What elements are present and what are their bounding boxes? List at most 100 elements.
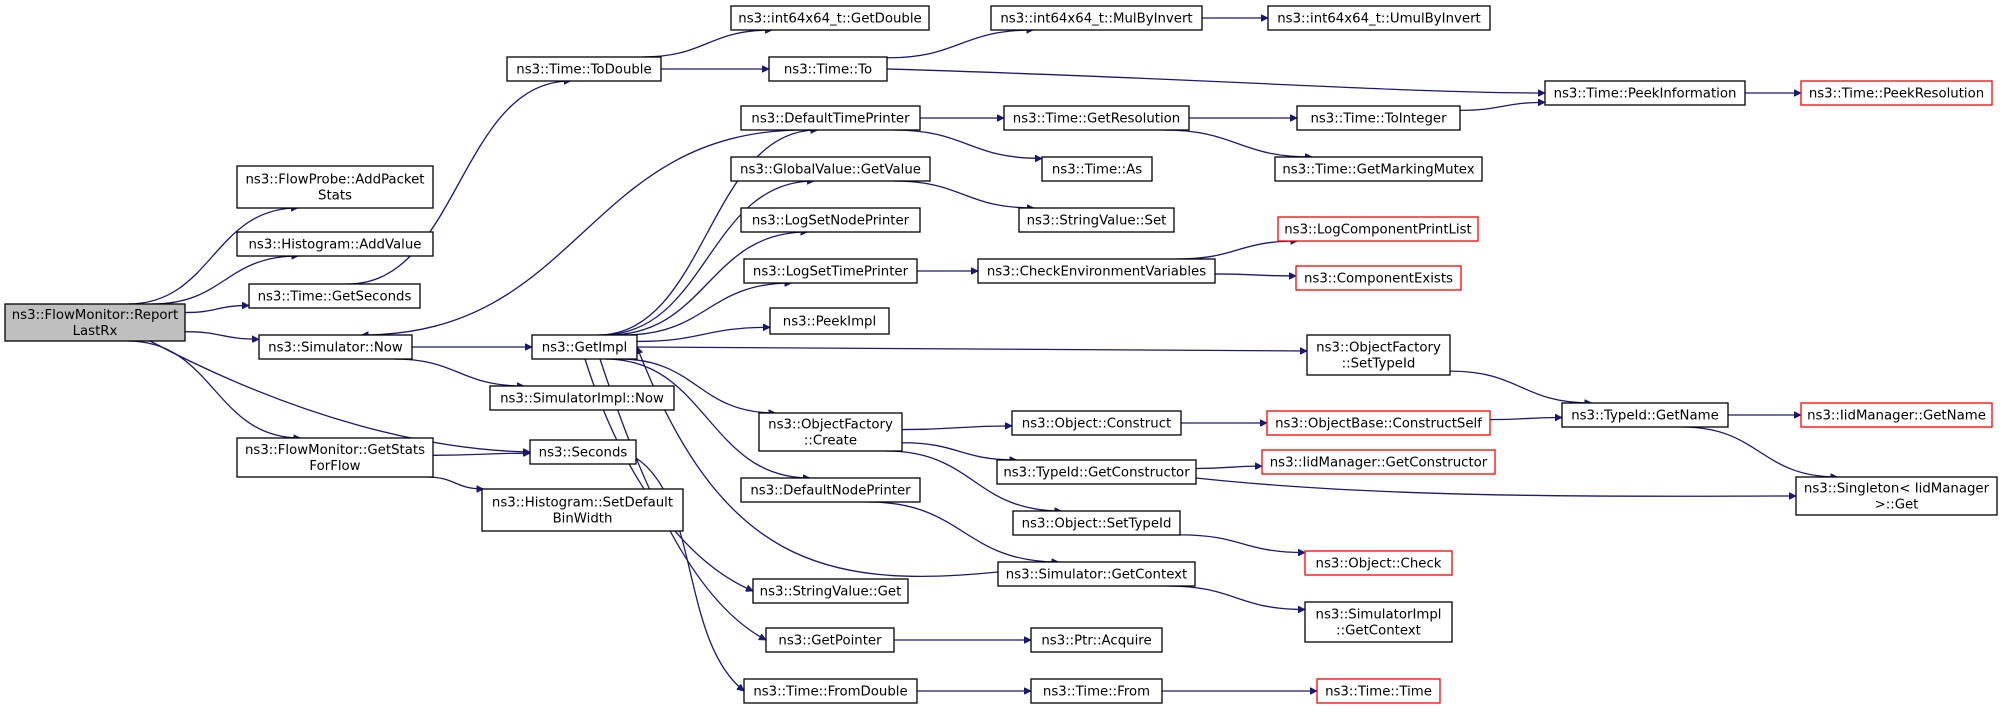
node-box bbox=[768, 56, 888, 82]
node-box bbox=[1304, 601, 1453, 643]
node-box bbox=[740, 207, 921, 233]
node-label: ns3::Time::From bbox=[1043, 685, 1150, 700]
node-box bbox=[489, 385, 675, 411]
node-stringvalueset[interactable]: ns3::StringValue::Set bbox=[1018, 207, 1175, 233]
node-label: LastRx bbox=[73, 324, 118, 339]
node-timefromdouble[interactable]: ns3::Time::FromDouble bbox=[743, 678, 918, 704]
node-objcheck[interactable]: ns3::Object::Check bbox=[1304, 550, 1453, 576]
node-int64getdouble[interactable]: ns3::int64x64_t::GetDouble bbox=[730, 5, 930, 31]
node-peekimpl[interactable]: ns3::PeekImpl bbox=[769, 307, 890, 335]
node-label: ns3::IidManager::GetConstructor bbox=[1270, 456, 1488, 471]
node-timegetresolution[interactable]: ns3::Time::GetResolution bbox=[1003, 105, 1190, 131]
node-box bbox=[236, 437, 434, 478]
node-timefrom[interactable]: ns3::Time::From bbox=[1030, 678, 1163, 704]
node-label: ns3::Time::GetSeconds bbox=[258, 290, 412, 305]
call-edge bbox=[886, 450, 1061, 511]
node-timepeekresolution[interactable]: ns3::Time::PeekResolution bbox=[1800, 80, 1993, 106]
edge-timegetseconds-to-todouble bbox=[347, 81, 571, 285]
node-label: ns3::DefaultNodePrinter bbox=[750, 484, 911, 499]
node-label: ns3::Time::Time bbox=[1325, 685, 1432, 700]
node-objsettypeid[interactable]: ns3::Object::SetTypeId bbox=[1012, 510, 1181, 536]
node-iidgetconstructor[interactable]: ns3::IidManager::GetConstructor bbox=[1261, 449, 1496, 475]
node-typeidgetname[interactable]: ns3::TypeId::GetName bbox=[1561, 402, 1729, 428]
edge-simgetcontext-to-simimplgetcontext bbox=[1166, 585, 1305, 609]
node-label: ::SetTypeId bbox=[1342, 357, 1416, 372]
node-label: ns3::IidManager::GetName bbox=[1807, 409, 1986, 424]
node-componentexists[interactable]: ns3::ComponentExists bbox=[1295, 265, 1462, 291]
node-getimpl[interactable]: ns3::GetImpl bbox=[531, 334, 638, 360]
node-label: ns3::Ptr::Acquire bbox=[1041, 634, 1151, 649]
node-typeidgetconstructor[interactable]: ns3::TypeId::GetConstructor bbox=[996, 459, 1197, 485]
node-stringvalueget[interactable]: ns3::StringValue::Get bbox=[752, 578, 909, 604]
node-objconstruct[interactable]: ns3::Object::Construct bbox=[1011, 410, 1182, 436]
node-seconds[interactable]: ns3::Seconds bbox=[529, 439, 637, 465]
call-edge bbox=[601, 181, 814, 336]
node-box bbox=[743, 258, 918, 284]
call-edge bbox=[149, 340, 530, 452]
node-label: ns3::Time::To bbox=[784, 63, 872, 78]
node-timetime[interactable]: ns3::Time::Time bbox=[1316, 678, 1441, 704]
node-box bbox=[996, 459, 1197, 485]
node-box bbox=[990, 5, 1203, 31]
node-timepeekinformation[interactable]: ns3::Time::PeekInformation bbox=[1544, 80, 1746, 106]
call-edge bbox=[1489, 417, 1562, 419]
node-timeas[interactable]: ns3::Time::As bbox=[1041, 156, 1153, 182]
node-todouble[interactable]: ns3::Time::ToDouble bbox=[506, 56, 662, 82]
edge-root-to-seconds bbox=[149, 340, 530, 452]
edge-simgetcontext-to-getimpl bbox=[637, 347, 999, 577]
node-timegetseconds[interactable]: ns3::Time::GetSeconds bbox=[248, 283, 421, 309]
node-objbaseconstructself[interactable]: ns3::ObjectBase::ConstructSelf bbox=[1266, 410, 1491, 436]
node-globalvaluegetvalue[interactable]: ns3::GlobalValue::GetValue bbox=[730, 156, 931, 182]
node-logsetnodeprinter[interactable]: ns3::LogSetNodePrinter bbox=[740, 207, 921, 233]
node-simnow[interactable]: ns3::Simulator::Now bbox=[258, 334, 413, 360]
node-iidgetname[interactable]: ns3::IidManager::GetName bbox=[1800, 402, 1993, 428]
node-box bbox=[481, 488, 684, 532]
node-box bbox=[1012, 510, 1181, 536]
node-timeto[interactable]: ns3::Time::To bbox=[768, 56, 888, 82]
node-objfactorysettypeid[interactable]: ns3::ObjectFactory::SetTypeId bbox=[1306, 334, 1451, 376]
call-edge bbox=[893, 129, 1042, 158]
call-edge bbox=[597, 130, 817, 336]
node-histaddvalue[interactable]: ns3::Histogram::AddValue bbox=[236, 231, 434, 257]
node-umulbyinvert[interactable]: ns3::int64x64_t::UmulByInvert bbox=[1267, 5, 1491, 31]
node-box bbox=[1544, 80, 1746, 106]
node-timetointeger[interactable]: ns3::Time::ToInteger bbox=[1296, 105, 1461, 131]
call-edge bbox=[1162, 129, 1312, 157]
node-simgetcontext[interactable]: ns3::Simulator::GetContext bbox=[997, 561, 1196, 587]
node-singletonget[interactable]: ns3::Singleton< IidManager>::Get bbox=[1795, 476, 1998, 516]
node-box bbox=[531, 334, 638, 360]
call-edge bbox=[1459, 102, 1545, 112]
node-box bbox=[506, 56, 662, 82]
node-mulbyinvert[interactable]: ns3::int64x64_t::MulByInvert bbox=[990, 5, 1203, 31]
node-timegetmarkingmutex[interactable]: ns3::Time::GetMarkingMutex bbox=[1274, 156, 1483, 182]
node-logsettimeprinter[interactable]: ns3::LogSetTimePrinter bbox=[743, 258, 918, 284]
node-box bbox=[1003, 105, 1190, 131]
node-label: ns3::ObjectFactory bbox=[1316, 341, 1441, 356]
node-box bbox=[1316, 678, 1441, 704]
node-defaultnodeprinter[interactable]: ns3::DefaultNodePrinter bbox=[740, 477, 921, 503]
node-box bbox=[248, 283, 421, 309]
edge-objsettypeid-to-objcheck bbox=[1179, 534, 1305, 553]
node-getpointer[interactable]: ns3::GetPointer bbox=[765, 627, 895, 653]
node-label: ns3::SimulatorImpl::Now bbox=[500, 392, 664, 407]
edge-objfactorycreate-to-objsettypeid bbox=[886, 450, 1061, 511]
node-objfactorycreate[interactable]: ns3::ObjectFactory::Create bbox=[758, 412, 903, 452]
call-edge bbox=[1682, 426, 1837, 477]
node-label: ns3::StringValue::Set bbox=[1027, 214, 1167, 229]
node-simimplnow[interactable]: ns3::SimulatorImpl::Now bbox=[489, 385, 675, 411]
edge-timeto-to-timepeekinformation bbox=[886, 68, 1545, 93]
node-defaulttimeprinter[interactable]: ns3::DefaultTimePrinter bbox=[740, 105, 921, 131]
node-ptracquire[interactable]: ns3::Ptr::Acquire bbox=[1030, 627, 1163, 653]
node-box bbox=[1018, 207, 1175, 233]
node-box bbox=[1800, 80, 1993, 106]
call-edge bbox=[1214, 274, 1296, 276]
edge-getimpl-to-peekimpl bbox=[636, 327, 770, 343]
node-logcomponentprintlist[interactable]: ns3::LogComponentPrintList bbox=[1277, 216, 1479, 242]
node-checkenv[interactable]: ns3::CheckEnvironmentVariables bbox=[977, 258, 1216, 284]
node-simimplgetcontext[interactable]: ns3::SimulatorImpl::GetContext bbox=[1304, 601, 1453, 643]
call-edge bbox=[636, 327, 770, 343]
